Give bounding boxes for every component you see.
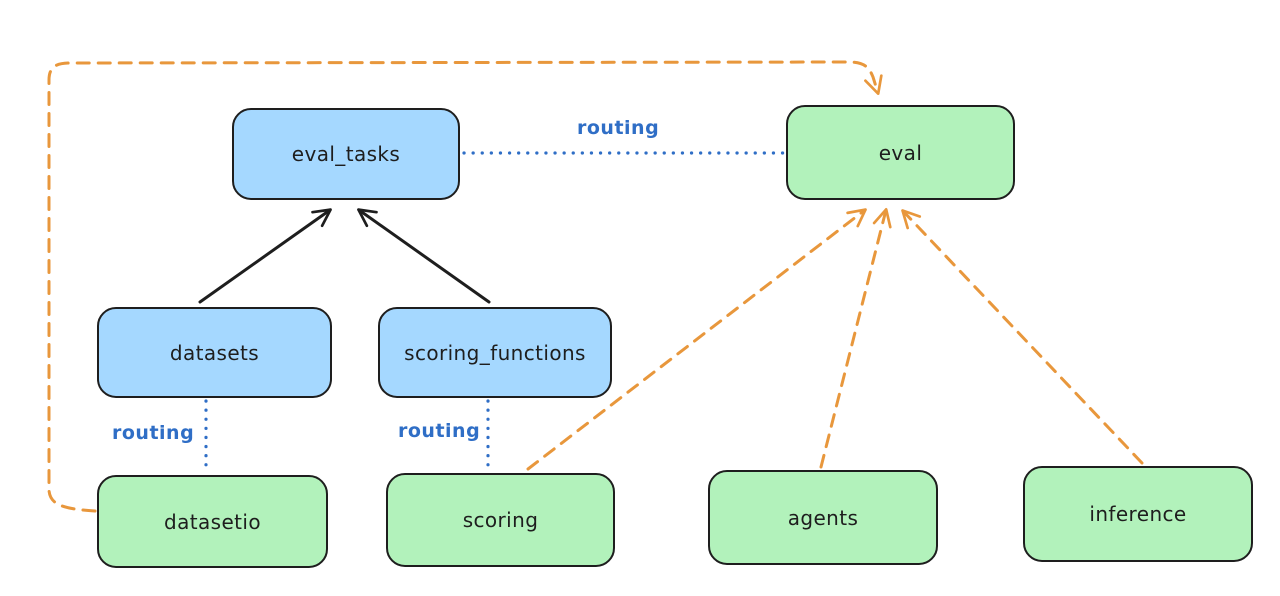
node-scoring: scoring: [386, 473, 615, 567]
edge-agents-to-eval: [819, 207, 892, 469]
node-datasetio: datasetio: [97, 475, 328, 568]
edge-datasetio-to-eval: [47, 60, 883, 513]
edge-scoring-functions-to-eval-tasks: [357, 208, 491, 304]
edge-label-routing-eval-tasks-eval: routing: [577, 117, 660, 139]
edge-datasets-to-eval-tasks: [198, 208, 332, 304]
edge-scoring-to-eval: [526, 208, 867, 471]
edge-inference-to-eval: [901, 209, 1144, 465]
node-inference: inference: [1023, 466, 1253, 562]
edge-label-routing-datasets-datasetio: routing: [112, 422, 195, 444]
node-agents: agents: [708, 470, 938, 565]
node-scoring-functions: scoring_functions: [378, 307, 612, 398]
edge-label-routing-scoring-functions-scoring: routing: [398, 420, 481, 442]
node-datasets: datasets: [97, 307, 332, 398]
node-eval-tasks: eval_tasks: [232, 108, 460, 200]
node-eval: eval: [786, 105, 1015, 200]
